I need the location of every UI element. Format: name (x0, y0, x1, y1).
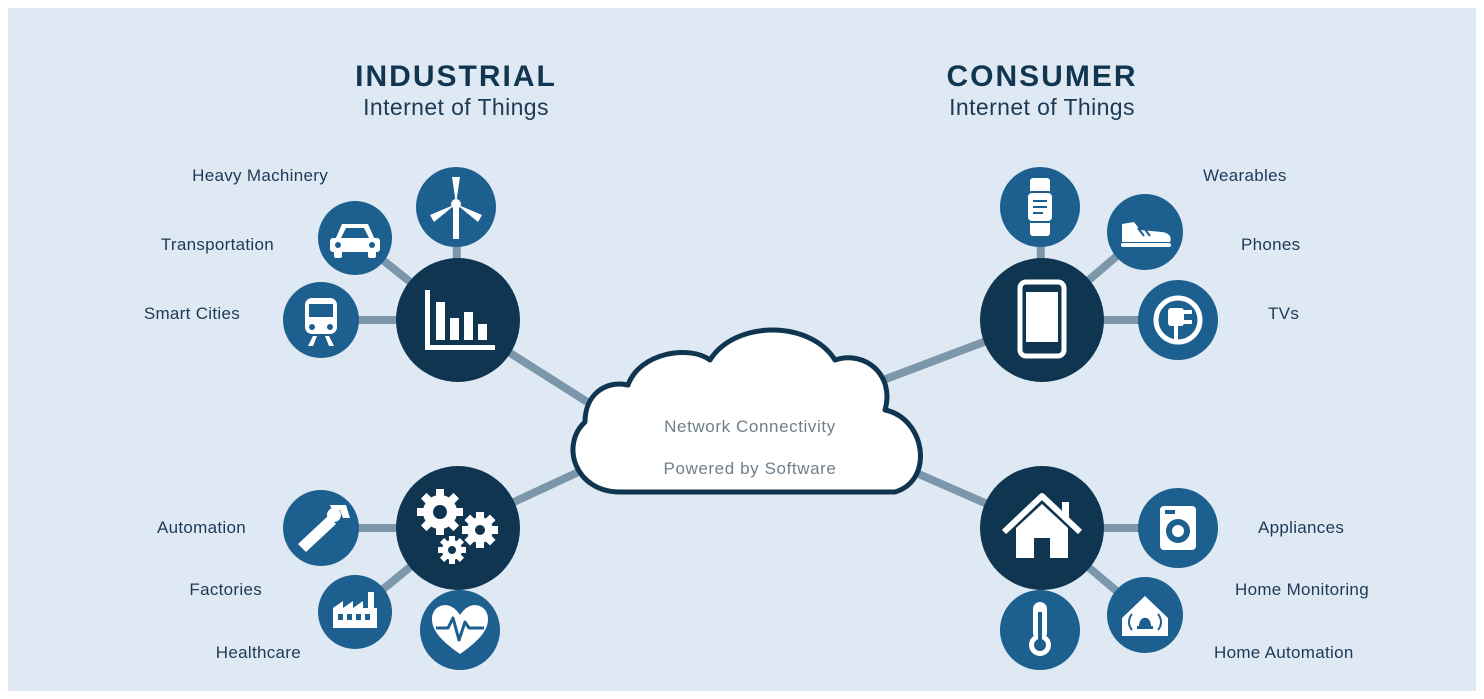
consumer-title: CONSUMER (946, 60, 1138, 93)
label-factories: Factories (189, 580, 262, 599)
industrial-subtitle: Internet of Things (363, 94, 549, 120)
label-appliances: Appliances (1258, 518, 1345, 537)
label-smart-cities: Smart Cities (143, 304, 240, 323)
cloud-icon (570, 327, 923, 495)
label-transportation: Transportation (160, 235, 274, 254)
bar-chart-icon (396, 258, 520, 382)
smartwatch-icon (1000, 167, 1080, 247)
label-automation: Automation (157, 518, 246, 537)
cloud-line-2: Powered by Software (663, 459, 837, 478)
house-icon (980, 466, 1104, 590)
robot-arm-icon (283, 490, 359, 566)
label-phones: Phones (1241, 235, 1301, 254)
heart-pulse-icon (420, 590, 500, 670)
power-plug-icon (1138, 280, 1218, 360)
wind-turbine-icon (416, 167, 496, 247)
sneaker-icon (1107, 194, 1183, 270)
label-home-monitoring: Home Monitoring (1235, 580, 1369, 599)
label-home-automation: Home Automation (1214, 643, 1354, 662)
car-icon (318, 201, 392, 275)
gears-icon (396, 466, 520, 590)
thermometer-icon (1000, 590, 1080, 670)
smartphone-icon (980, 258, 1104, 382)
consumer-subtitle: Internet of Things (949, 94, 1135, 120)
cloud-line-1: Network Connectivity (664, 417, 836, 436)
label-tvs: TVs (1268, 304, 1300, 323)
label-heavy-machinery: Heavy Machinery (192, 166, 328, 185)
label-healthcare: Healthcare (215, 643, 301, 662)
home-alarm-icon (1107, 577, 1183, 653)
industrial-title: INDUSTRIAL (355, 60, 557, 93)
label-wearables: Wearables (1203, 166, 1287, 185)
train-icon (283, 282, 359, 358)
factory-icon (318, 575, 392, 649)
washing-machine-icon (1138, 488, 1218, 568)
